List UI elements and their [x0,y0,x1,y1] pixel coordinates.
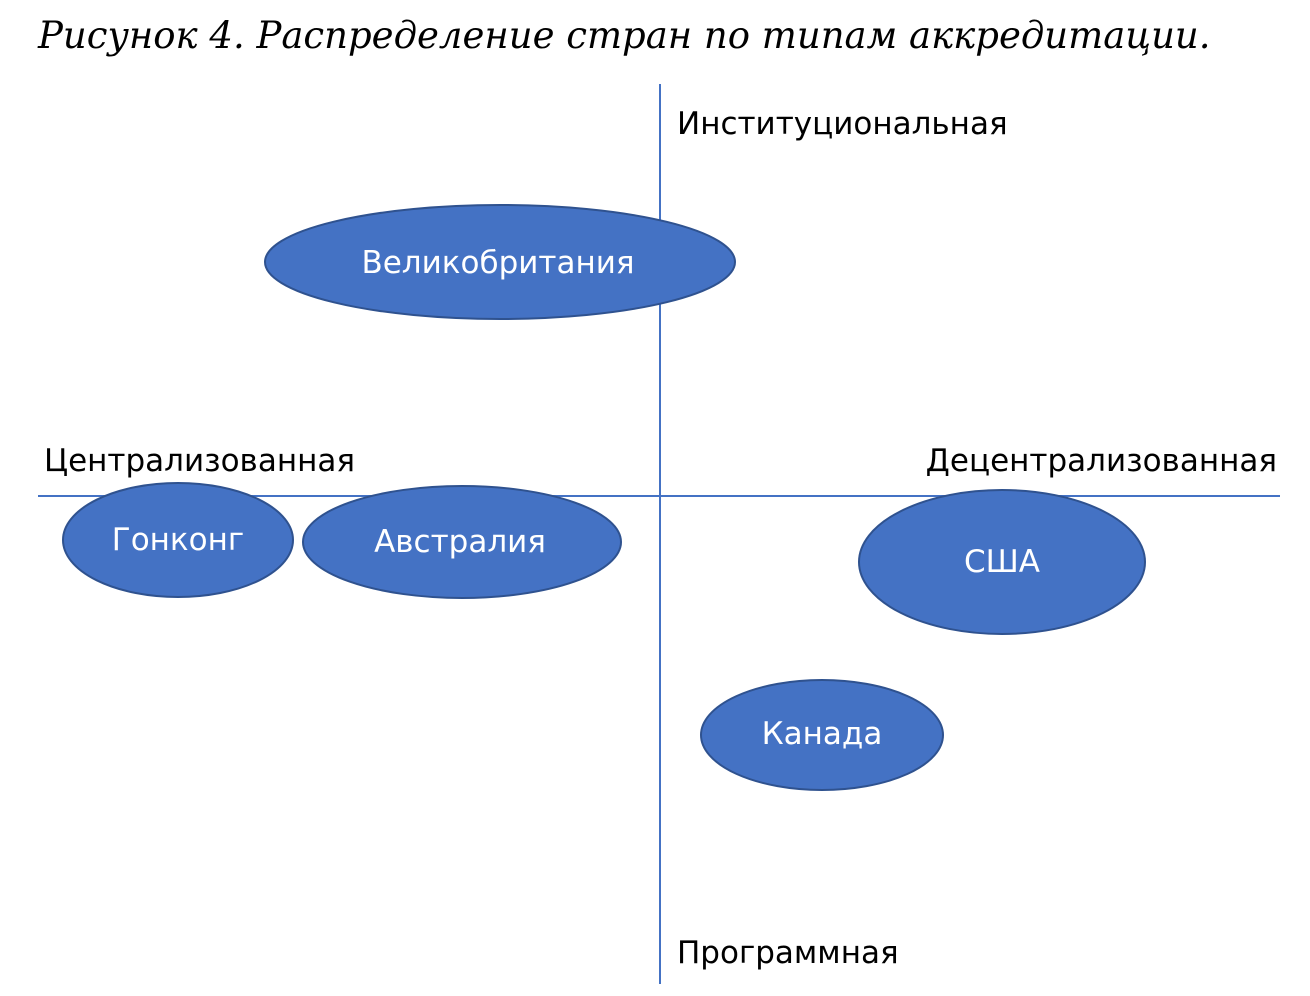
axis-label-programmatic: Программная [677,935,899,971]
node-ellipse [62,482,294,598]
node-ellipse [302,485,622,599]
axis-label-centralized: Централизованная [44,443,355,479]
node-canada: Канада [700,679,944,791]
node-label-hong-kong: Гонконг [112,522,244,558]
node-ellipse [858,489,1146,635]
node-label-uk: Великобритания [361,245,634,281]
axis-label-decentralized: Децентрализованная [926,443,1277,479]
node-label-usa: США [964,544,1040,580]
node-label-australia: Австралия [374,524,546,560]
axis-label-institutional: Институциональная [677,106,1008,142]
node-label-canada: Канада [762,716,883,752]
node-ellipse [700,679,944,791]
node-usa: США [858,489,1146,635]
node-ellipse [264,204,736,320]
node-uk: Великобритания [264,204,736,320]
node-australia: Австралия [302,485,622,599]
figure-caption: Рисунок 4. Распределение стран по типам … [38,14,1211,57]
node-hong-kong: Гонконг [62,482,294,598]
